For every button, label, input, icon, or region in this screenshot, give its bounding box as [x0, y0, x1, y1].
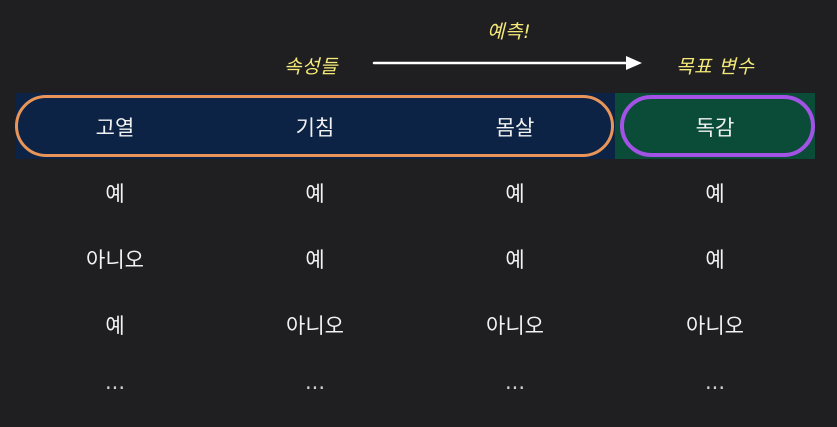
table-cell-ellipsis: ...: [304, 370, 326, 394]
table-cell: 아니오: [486, 314, 544, 338]
table-cell-ellipsis: ...: [704, 370, 726, 394]
predict-annotation: 예측!: [487, 21, 532, 43]
table-cell: 예: [305, 182, 325, 206]
predict-arrow-icon: [372, 56, 642, 70]
target-annotation: 목표 변수: [676, 56, 755, 78]
header-body-ache: 몸살: [495, 116, 535, 140]
table-cell-ellipsis: ...: [504, 370, 526, 394]
table-cell: 아니오: [86, 248, 144, 272]
table-cell: 예: [505, 182, 525, 206]
table-cell: 예: [705, 182, 725, 206]
target-column-outline: [620, 95, 815, 157]
table-cell: 예: [705, 248, 725, 272]
feature-columns-outline: [15, 95, 614, 157]
table-cell: 아니오: [686, 314, 744, 338]
header-fever: 고열: [95, 116, 135, 140]
table-cell: 예: [105, 314, 125, 338]
table-cell: 예: [105, 182, 125, 206]
feature-header-band: [15, 93, 615, 159]
table-cell-ellipsis: ...: [104, 370, 126, 394]
table-cell: 예: [505, 248, 525, 272]
table-cell: 예: [305, 248, 325, 272]
header-cough: 기침: [295, 116, 335, 140]
table-cell: 아니오: [286, 314, 344, 338]
features-annotation: 속성들: [284, 56, 338, 78]
header-flu: 독감: [695, 116, 735, 140]
